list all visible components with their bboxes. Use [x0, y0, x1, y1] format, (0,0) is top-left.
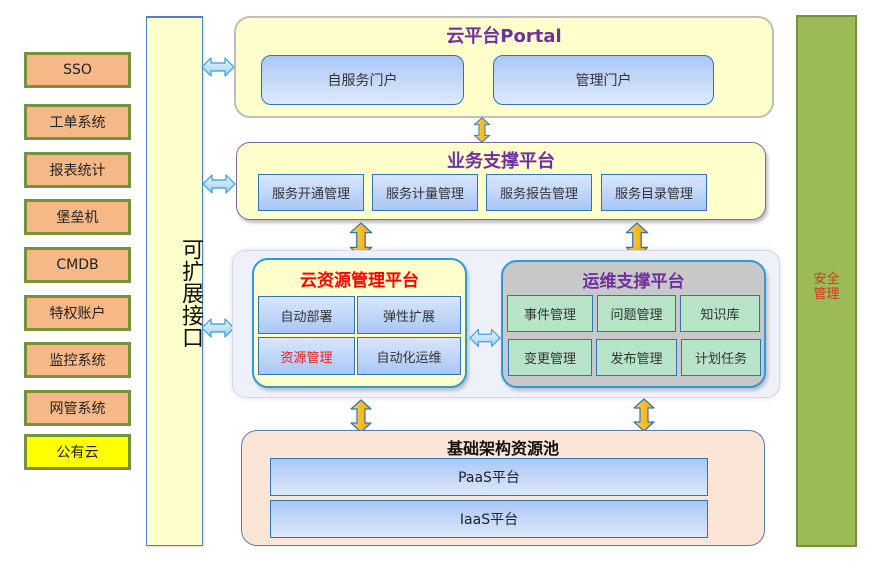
change-mgmt[interactable]: 变更管理: [508, 339, 592, 376]
infrastructure-resource-pool: 基础架构资源池 PaaS平台 IaaS平台: [241, 430, 765, 546]
external-system-privileged-account[interactable]: 特权账户: [24, 295, 131, 331]
resource-mgmt[interactable]: 资源管理: [258, 337, 355, 375]
ops-item-label: 问题管理: [610, 308, 663, 323]
ops-item-label: 发布管理: [610, 352, 663, 367]
external-system-label: 监控系统: [49, 353, 106, 369]
self-service-portal[interactable]: 自服务门户: [261, 55, 464, 105]
ops-support-platform: 运维支撑平台 事件管理 问题管理 知识库 变更管理 发布管理 计划任务: [501, 260, 766, 388]
auto-deploy[interactable]: 自动部署: [258, 296, 355, 334]
bidirectional-arrow-icon: [201, 174, 237, 194]
release-mgmt[interactable]: 发布管理: [596, 339, 677, 376]
service-metering-mgmt[interactable]: 服务计量管理: [372, 174, 478, 211]
extensible-interface[interactable]: 可扩展接口: [146, 16, 203, 546]
ops-item-label: 计划任务: [694, 352, 747, 367]
external-system-ticket[interactable]: 工单系统: [24, 104, 131, 140]
external-system-cmdb[interactable]: CMDB: [24, 247, 131, 283]
cloud-portal-title: 云平台Portal: [446, 26, 562, 47]
ops-item-label: 事件管理: [523, 308, 576, 323]
external-system-network-mgmt[interactable]: 网管系统: [24, 390, 131, 426]
vertical-arrow-icon: [349, 399, 373, 433]
external-system-label: 报表统计: [49, 163, 106, 179]
bidirectional-arrow-icon: [201, 57, 235, 77]
knowledge-base[interactable]: 知识库: [680, 295, 760, 332]
service-report-mgmt[interactable]: 服务报告管理: [486, 174, 592, 211]
external-system-label: 堡垒机: [56, 210, 99, 226]
infra-item-label: IaaS平台: [459, 512, 519, 528]
iaas-platform[interactable]: IaaS平台: [270, 500, 708, 538]
extensible-interface-label: 可扩展接口: [178, 238, 203, 348]
portal-item-label: 管理门户: [575, 73, 632, 89]
problem-mgmt[interactable]: 问题管理: [597, 295, 676, 332]
ops-item-label: 变更管理: [523, 352, 576, 367]
portal-item-label: 自服务门户: [327, 73, 398, 89]
infrastructure-title: 基础架构资源池: [446, 439, 559, 458]
external-system-report[interactable]: 报表统计: [24, 152, 131, 188]
external-system-label: SSO: [63, 62, 92, 78]
biz-item-label: 服务计量管理: [385, 187, 464, 202]
external-system-label: 特权账户: [49, 306, 106, 322]
external-system-bastion[interactable]: 堡垒机: [24, 199, 131, 235]
bidirectional-arrow-icon: [201, 318, 235, 338]
cloud-portal: 云平台Portal 自服务门户 管理门户: [234, 16, 774, 118]
cloud-resource-mgmt-platform: 云资源管理平台 自动部署 弹性扩展 资源管理 自动化运维: [252, 258, 467, 388]
service-catalog-mgmt[interactable]: 服务目录管理: [601, 174, 707, 211]
external-system-label: 网管系统: [49, 401, 106, 417]
business-support-title: 业务支撑平台: [447, 151, 555, 172]
ops-support-title: 运维支撑平台: [582, 272, 685, 292]
business-support-platform: 业务支撑平台 服务开通管理 服务计量管理 服务报告管理 服务目录管理: [236, 142, 766, 220]
crm-item-label: 自动部署: [280, 309, 333, 325]
external-system-public-cloud[interactable]: 公有云: [24, 434, 131, 470]
vertical-arrow-icon: [633, 398, 655, 432]
paas-platform[interactable]: PaaS平台: [270, 458, 708, 496]
scheduled-tasks[interactable]: 计划任务: [681, 339, 761, 376]
management-portal[interactable]: 管理门户: [493, 55, 714, 105]
crm-item-label: 自动化运维: [376, 350, 442, 366]
external-system-monitoring[interactable]: 监控系统: [24, 342, 131, 378]
external-system-sso[interactable]: SSO: [24, 52, 131, 88]
elastic-scaling[interactable]: 弹性扩展: [357, 296, 461, 334]
security-management[interactable]: 安全管理: [796, 15, 857, 547]
service-provisioning-mgmt[interactable]: 服务开通管理: [258, 174, 364, 211]
vertical-arrow-icon: [473, 117, 491, 143]
biz-item-label: 服务报告管理: [499, 187, 578, 202]
security-management-label: 安全管理: [813, 272, 840, 302]
biz-item-label: 服务开通管理: [271, 187, 350, 202]
crm-item-label: 弹性扩展: [382, 309, 435, 325]
automated-ops[interactable]: 自动化运维: [357, 337, 461, 375]
ops-item-label: 知识库: [700, 308, 740, 323]
biz-item-label: 服务目录管理: [614, 187, 693, 202]
cloud-resource-mgmt-title: 云资源管理平台: [300, 271, 419, 291]
external-system-label: CMDB: [56, 257, 99, 273]
crm-item-label: 资源管理: [280, 350, 333, 366]
infra-item-label: PaaS平台: [458, 470, 520, 486]
external-system-label: 公有云: [56, 445, 99, 461]
bidirectional-arrow-icon: [469, 328, 501, 348]
external-system-label: 工单系统: [49, 115, 106, 131]
incident-mgmt[interactable]: 事件管理: [507, 295, 593, 332]
